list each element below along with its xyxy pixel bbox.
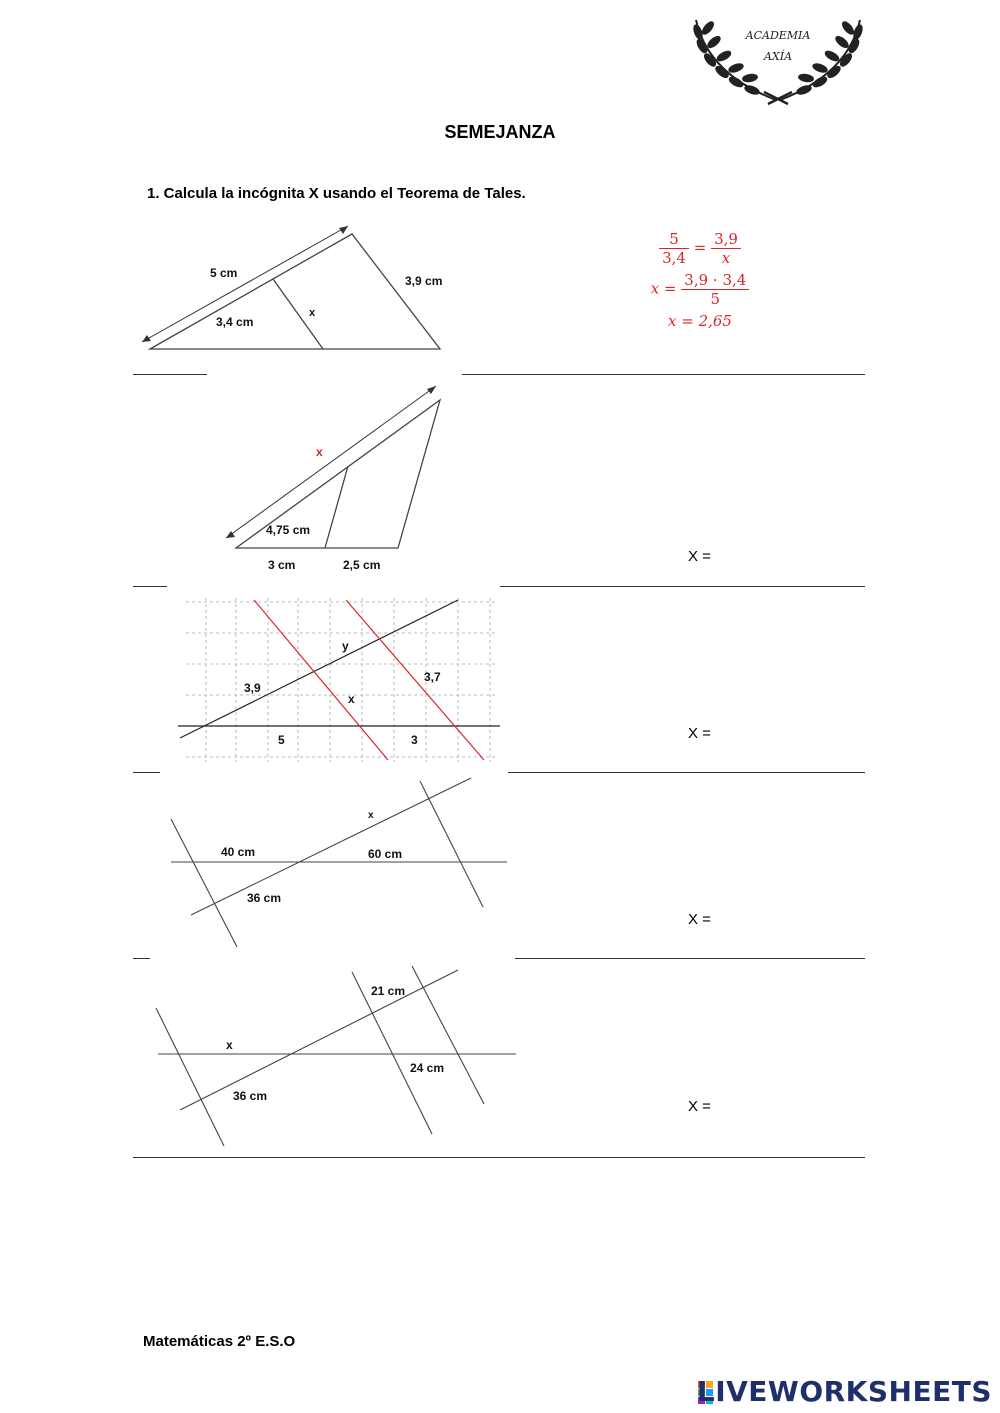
ex5-label-x: x — [226, 1038, 233, 1052]
ex1-label-39cm: 3,9 cm — [405, 274, 442, 288]
separator-4b — [515, 958, 865, 959]
ex1-eq: = — [693, 238, 707, 257]
ex2-label-x: x — [316, 445, 323, 459]
ex3-label-x: x — [348, 692, 355, 706]
ex1-label-34cm: 3,4 cm — [216, 315, 253, 329]
liveworksheets-icon — [698, 1381, 713, 1404]
instruction: 1. Calcula la incógnita X usando el Teor… — [147, 185, 526, 202]
ex5-label-24cm: 24 cm — [410, 1061, 444, 1075]
separator-5 — [133, 1157, 865, 1158]
ex1-f2-num: 3,9 — [711, 230, 741, 249]
separator-3b — [508, 772, 865, 773]
exercise-5-figure: 21 cm x 24 cm 36 cm — [155, 965, 516, 1147]
ex2-label-3cm: 3 cm — [268, 558, 295, 572]
ex5-label-36cm: 36 cm — [233, 1089, 267, 1103]
liveworksheets-brand[interactable]: LIVEWORKSHEETS — [696, 1375, 992, 1408]
ex2-answer: X = — [688, 548, 711, 565]
ex1-f1-den: 3,4 — [662, 249, 686, 267]
ex3-label-39: 3,9 — [244, 681, 261, 695]
separator-3a — [133, 772, 160, 773]
ex4-label-40cm: 40 cm — [221, 845, 255, 859]
academia-logo: ACADEMIA AXÍA — [693, 19, 863, 106]
exercise-3-figure: y 3,9 3,7 x 5 3 — [178, 598, 500, 762]
ex3-label-3: 3 — [411, 733, 418, 747]
ex2-label-25cm: 2,5 cm — [343, 558, 380, 572]
ex1-x-lhs: x = — [650, 279, 677, 298]
ex1-label-x: x — [309, 307, 316, 319]
ex1-f3-den: 5 — [710, 290, 721, 308]
separator-2b — [500, 586, 865, 587]
ex3-label-y: y — [342, 639, 349, 653]
ex1-f1-num: 5 — [659, 230, 689, 249]
footer: Matemáticas 2º E.S.O — [143, 1333, 296, 1350]
ex2-label-475: 4,75 cm — [266, 523, 310, 537]
ex1-f2-den: x — [721, 249, 731, 267]
ex3-label-37: 3,7 — [424, 670, 441, 684]
logo-line2: AXÍA — [763, 49, 792, 63]
exercise-4-figure: x 40 cm 60 cm 36 cm — [170, 777, 507, 948]
ex3-label-5: 5 — [278, 733, 285, 747]
ex3-answer: X = — [688, 725, 711, 742]
ex4-label-36cm: 36 cm — [247, 891, 281, 905]
separator-1b — [462, 374, 865, 375]
page-title: SEMEJANZA — [444, 122, 556, 142]
ex1-label-5cm: 5 cm — [210, 266, 237, 280]
ex4-label-x: x — [368, 810, 374, 821]
separator-2a — [133, 586, 167, 587]
ex4-answer: X = — [688, 911, 711, 928]
ex5-answer: X = — [688, 1098, 711, 1115]
ex5-label-21cm: 21 cm — [371, 984, 405, 998]
exercise-2-figure: x 4,75 cm 3 cm 2,5 cm — [225, 385, 442, 572]
logo-line1: ACADEMIA — [745, 29, 811, 42]
separator-1a — [133, 374, 207, 375]
exercise-1-figure: 5 cm 3,4 cm 3,9 cm x — [141, 225, 442, 350]
ex1-result: x = 2,65 — [668, 312, 732, 330]
separator-4a — [133, 958, 150, 959]
ex4-label-60cm: 60 cm — [368, 847, 402, 861]
ex1-f3-num: 3,9 · 3,4 — [681, 271, 750, 290]
